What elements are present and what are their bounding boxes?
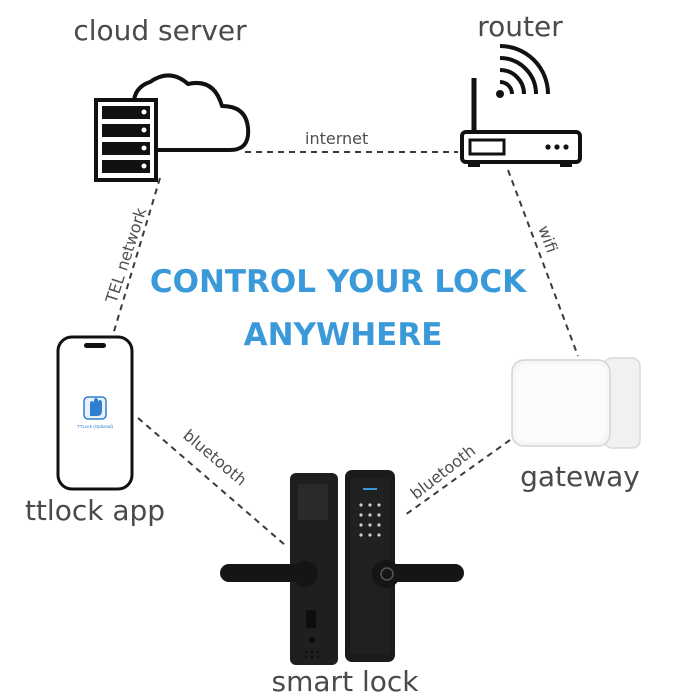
gateway-node: gateway: [511, 357, 641, 493]
gateway-device-icon: [511, 357, 641, 449]
smart-lock-icon: [220, 470, 464, 665]
internet-label: internet: [305, 129, 368, 148]
ttlock-app-label: ttlock app: [25, 494, 165, 527]
bluetooth-app-label: bluetooth: [179, 426, 250, 490]
connections: [111, 151, 579, 546]
link-wifi: [507, 169, 579, 357]
router-label: router: [477, 10, 563, 43]
gateway-label: gateway: [520, 460, 640, 493]
cloud-server-label: cloud server: [73, 14, 247, 47]
smart-lock-label: smart lock: [272, 665, 420, 698]
wifi-label: wifi: [534, 223, 561, 255]
link-tel-network: [111, 177, 161, 339]
ttlock-app-icon: TTLock (Optional): [77, 396, 114, 429]
router-node: router: [460, 10, 582, 167]
headline-line-1: CONTROL YOUR LOCK: [150, 264, 527, 300]
ttlock-app-icon-text: TTLock (Optional): [77, 424, 114, 429]
cloud-server-node: cloud server: [73, 14, 251, 182]
smartphone-icon: TTLock (Optional): [56, 335, 134, 491]
ttlock-app-node: TTLock (Optional) ttlock app: [25, 335, 165, 527]
tel-network-label: TEL network: [101, 205, 150, 307]
wifi-router-icon: [460, 44, 582, 167]
cloud-server-icon: [94, 73, 251, 182]
bluetooth-gateway-label: bluetooth: [407, 441, 479, 503]
smart-lock-node: smart lock: [220, 470, 464, 698]
headline-line-2: ANYWHERE: [244, 317, 443, 353]
